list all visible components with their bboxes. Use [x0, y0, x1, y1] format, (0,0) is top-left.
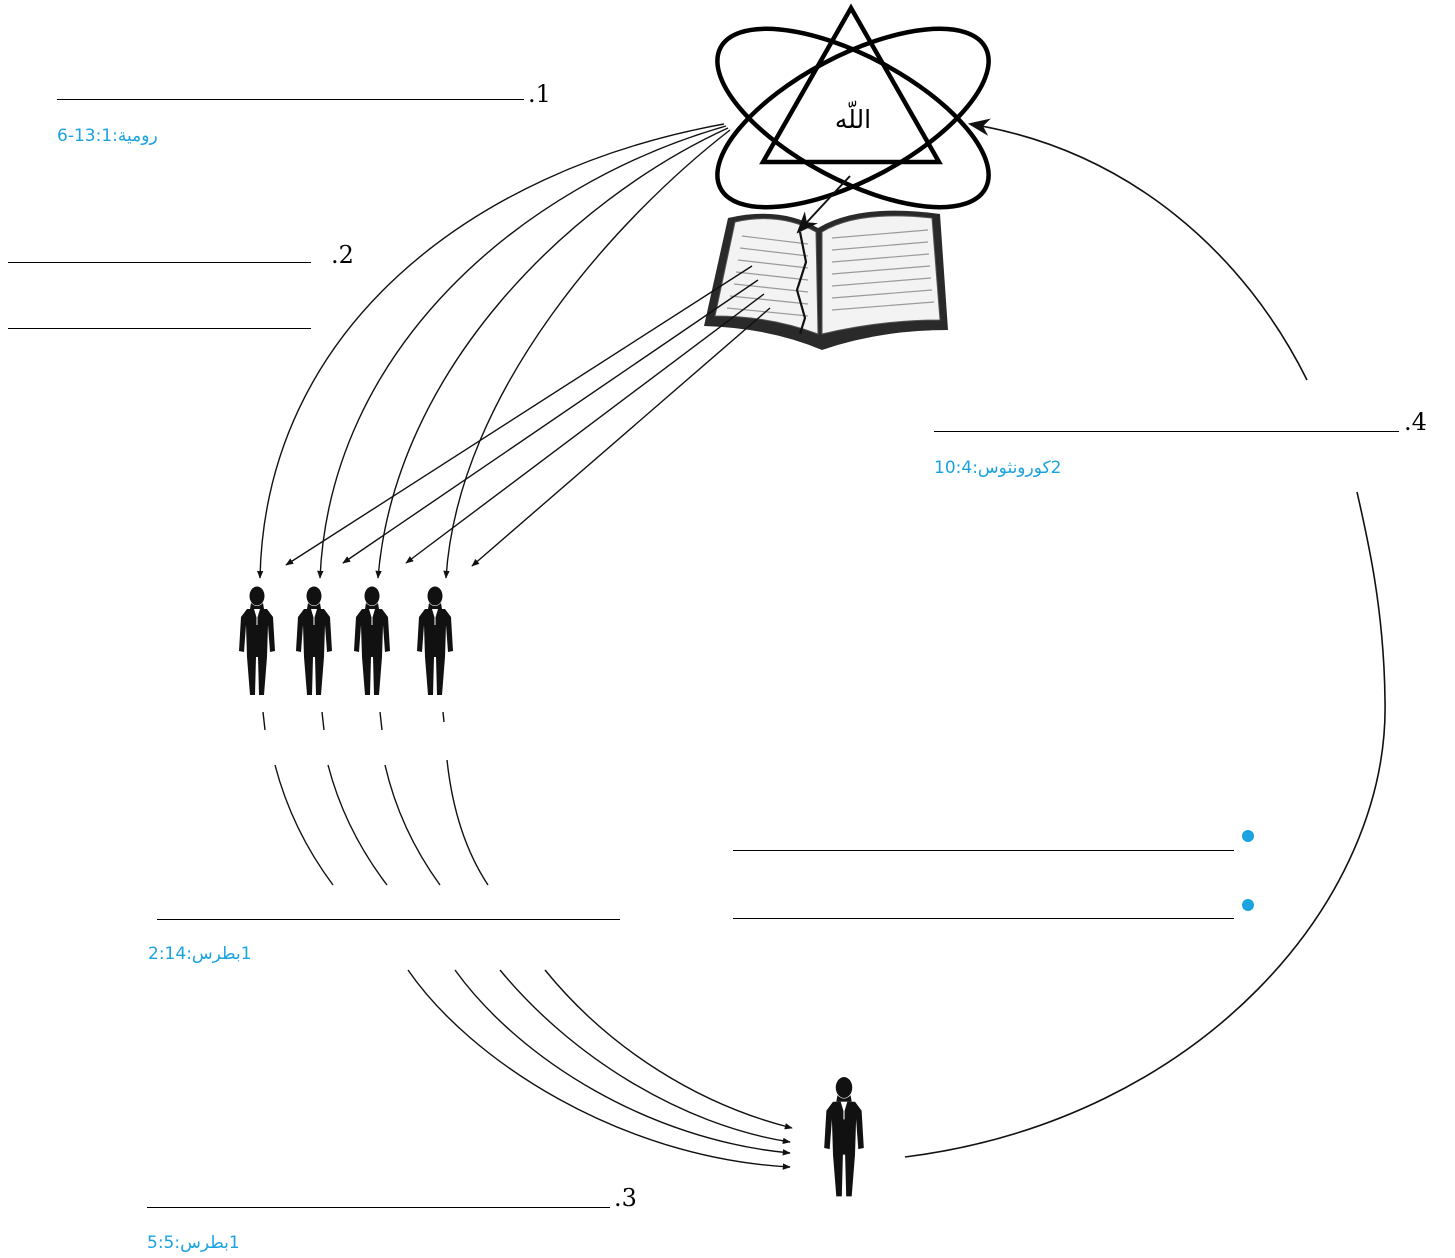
step-1-reference: رومية:13:1-6: [57, 126, 158, 146]
authority-group: [238, 586, 454, 696]
step-3-reference: 1بطرس:5:5: [147, 1233, 240, 1253]
person-silhouette-icon: [238, 586, 276, 696]
bullet-dot-1: [1242, 830, 1254, 842]
arrows-to-individual: [407, 969, 793, 1170]
individual-person-icon: [823, 1076, 865, 1197]
person-silhouette-icon: [295, 586, 333, 696]
group-tick-marks: [262, 711, 445, 731]
person-silhouette-icon: [353, 586, 391, 696]
god-label: اللّه: [835, 101, 871, 134]
blank-line-2b: [8, 328, 311, 329]
middle-reference: 1بطرس:2:14: [148, 944, 252, 964]
bullet-line-2: [733, 918, 1234, 919]
god-trinity-icon: [715, 3, 991, 210]
blank-line-4: [934, 431, 1399, 432]
return-arc: [904, 118, 1386, 1158]
step-4-number: .4: [1404, 408, 1427, 436]
blank-line-2a: [8, 262, 311, 263]
open-bible-icon: [704, 210, 948, 350]
step-3-number: .3: [614, 1184, 637, 1212]
arcs-group-down: [274, 759, 489, 886]
blank-line-3: [147, 1207, 610, 1208]
bullet-dot-2: [1242, 899, 1254, 911]
arrows-god-to-group: [256, 123, 731, 579]
blank-line-1: [57, 99, 524, 100]
blank-line-middle: [157, 919, 620, 920]
step-4-reference: 2كورونثوس:10:4: [934, 458, 1062, 478]
arrows-bible-to-group: [285, 265, 771, 567]
arrow-god-to-bible: [796, 175, 851, 234]
step-2-number: .2: [331, 241, 354, 269]
step-1-number: .1: [528, 80, 551, 108]
person-silhouette-icon: [416, 586, 454, 696]
bullet-line-1: [733, 850, 1234, 851]
